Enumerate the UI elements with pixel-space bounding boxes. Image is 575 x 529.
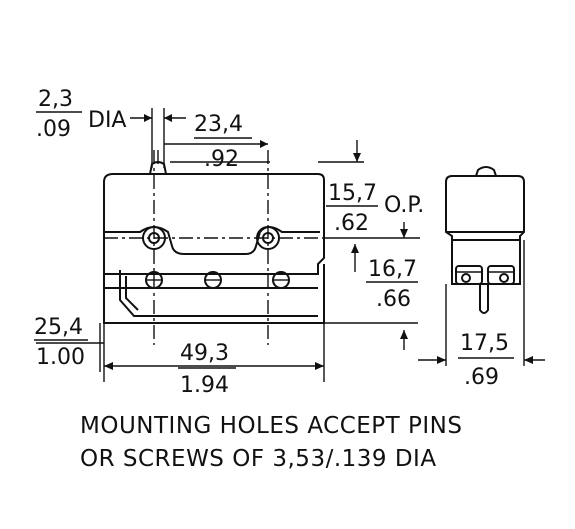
width-in: .69	[464, 365, 499, 390]
hole-spacing-mm: 23,4	[194, 112, 243, 137]
width-mm: 17,5	[460, 331, 509, 356]
height-in: 1.00	[36, 345, 85, 370]
dimension-labels: 2,3 .09 DIA 23,4 .92 15,7 .62 O.P. 16,7 …	[34, 87, 514, 398]
hole-dia-suffix: DIA	[88, 108, 126, 133]
side-body-outline	[445, 175, 525, 285]
note-line-1: MOUNTING HOLES ACCEPT PINS	[80, 413, 462, 439]
length-mm: 49,3	[180, 341, 229, 366]
switch-body-outline	[103, 173, 325, 275]
side-view	[445, 166, 525, 366]
op-in: .62	[334, 211, 369, 236]
dimension-lines	[36, 108, 545, 382]
hole-spacing-in: .92	[204, 147, 239, 172]
op-mm: 15,7	[328, 181, 377, 206]
op-label: O.P.	[384, 193, 424, 218]
mounting-note: MOUNTING HOLES ACCEPT PINS OR SCREWS OF …	[80, 413, 462, 472]
switch-base-outline	[103, 264, 325, 324]
front-view	[103, 150, 325, 345]
height2-in: .66	[376, 287, 411, 312]
height-mm: 25,4	[34, 315, 83, 340]
note-line-2: OR SCREWS OF 3,53/.139 DIA	[80, 446, 437, 472]
height2-mm: 16,7	[368, 257, 417, 282]
length-in: 1.94	[180, 373, 229, 398]
hole-dia-mm: 2,3	[38, 87, 73, 112]
hole-dia-in: .09	[36, 117, 71, 142]
